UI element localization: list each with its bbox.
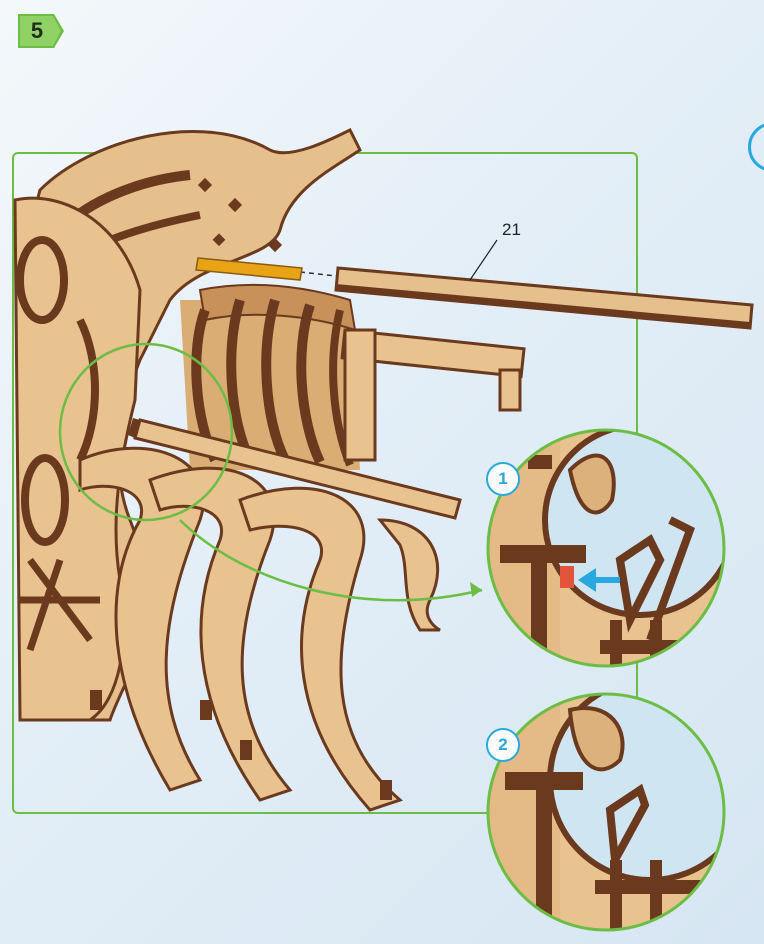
step-badge: 5	[18, 14, 64, 48]
detail-1-zoom	[480, 420, 740, 685]
detail-2-zoom	[480, 680, 750, 944]
part-21-label: 21	[502, 220, 521, 240]
part-21-leader-line	[470, 240, 497, 280]
glue-strip	[196, 258, 302, 280]
step-number: 5	[18, 14, 56, 48]
detail-1-badge: 1	[486, 462, 520, 496]
detail-2-badge: 2	[486, 728, 520, 762]
legs	[80, 448, 440, 810]
